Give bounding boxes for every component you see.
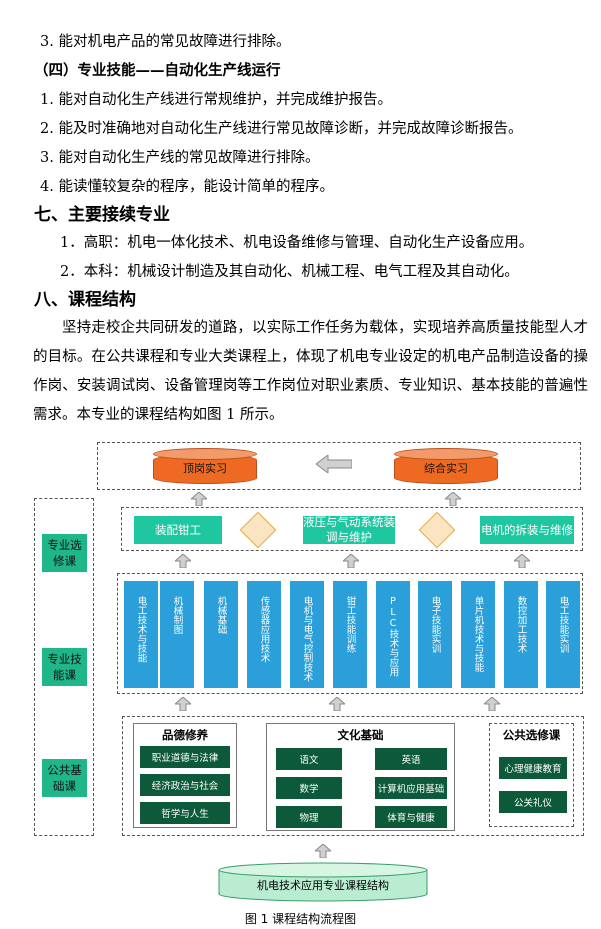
course-column-label: 单片机技术与技能 [472, 596, 484, 672]
course-column-label: 机械制图 [171, 596, 183, 634]
section-heading-4: （四）专业技能——自动化生产线运行 [34, 63, 281, 79]
continuing-undergraduate: 2．本科：机械设计制造及其自动化、机械工程、电气工程及其自动化。 [60, 264, 519, 280]
course-column-label: 电机与电气控制技术 [301, 596, 313, 682]
side-label-skill-text: 专业技能课 [47, 652, 82, 682]
course-column: 数控加工技术 [504, 581, 538, 688]
course-column-label: 传感器应用技术 [258, 596, 270, 663]
top-internship-cylinder: 顶岗实习 [153, 448, 257, 484]
skill-courses-frame [117, 573, 583, 694]
ability-line-3: 3. 能对自动化生产线的常见故障进行排除。 [40, 150, 320, 166]
internship-frame [97, 442, 581, 490]
base-label: 机电技术应用专业课程结构 [257, 879, 389, 892]
public-elective-item: 公关礼仪 [499, 791, 567, 813]
side-label-elective: 专业选修课 [42, 534, 87, 572]
course-column-label: 机械基础 [215, 596, 227, 634]
course-column: 电子技能实训 [418, 581, 452, 688]
culture-item: 英语 [375, 748, 447, 770]
course-column-label: 电工技能实训 [557, 596, 569, 653]
culture-item: 计算机应用基础 [375, 777, 447, 799]
culture-item: 语文 [276, 748, 342, 770]
course-column: 电工技能实训 [546, 581, 580, 688]
arrow-up-icon [343, 554, 359, 568]
elective-frame [121, 507, 583, 551]
figure-caption: 图 1 课程结构流程图 [244, 912, 357, 926]
arrow-up-icon [315, 844, 331, 858]
continuing-higher-vocational: 1．高职：机电一体化技术、机电设备维修与管理、自动化生产设备应用。 [60, 235, 534, 251]
heading-continuing-majors: 七、主要接续专业 [34, 205, 170, 225]
comprehensive-internship-cylinder: 综合实习 [394, 448, 498, 484]
heading-course-structure: 八、课程结构 [34, 290, 136, 310]
category-frame [34, 498, 94, 836]
side-label-public-text: 公共基础课 [47, 763, 82, 793]
public-elective-group [489, 723, 574, 827]
course-column: 电工技术与技能 [124, 581, 158, 688]
side-label-public: 公共基础课 [42, 759, 87, 797]
course-column: 机械基础 [204, 581, 238, 688]
morality-title: 品德修养 [162, 728, 208, 742]
arrow-up-icon [445, 492, 461, 506]
arrow-up-icon [329, 697, 345, 711]
culture-title: 文化基础 [337, 728, 384, 742]
course-column: PLC技术与应用 [376, 581, 410, 688]
elective-motor: 电机的拆装与维修 [480, 516, 574, 544]
course-column-label: 电工技术与技能 [135, 596, 147, 663]
ability-3: 3. 能对机电产品的常见故障进行排除。 [40, 34, 291, 50]
course-column: 单片机技术与技能 [461, 581, 495, 688]
culture-item: 数学 [276, 777, 342, 799]
arrow-up-icon [175, 554, 191, 568]
course-column: 传感器应用技术 [247, 581, 281, 688]
base-cylinder: 机电技术应用专业课程结构 [218, 862, 428, 902]
arrow-up-icon [514, 554, 530, 568]
elective-fitter: 装配钳工 [134, 516, 222, 544]
ability-line-2: 2. 能及时准确地对自动化生产线进行常见故障诊断，并完成故障诊断报告。 [40, 121, 523, 137]
course-column: 钳工技能训练 [333, 581, 367, 688]
course-column: 电机与电气控制技术 [290, 581, 324, 688]
arrow-left-icon [316, 455, 352, 473]
course-column: 机械制图 [160, 581, 194, 688]
culture-item: 体育与健康 [375, 806, 447, 828]
course-column-label: PLC技术与应用 [387, 596, 399, 677]
morality-item: 职业道德与法律 [140, 746, 230, 768]
elective-hydraulic: 液压与气动系统装调与维护 [303, 515, 395, 544]
morality-item: 哲学与人生 [140, 802, 230, 824]
side-label-skill: 专业技能课 [42, 648, 87, 686]
arrow-up-icon [175, 697, 191, 711]
public-elective-item: 心理健康教育 [499, 757, 567, 779]
public-courses-frame [122, 716, 584, 836]
public-elective-title: 公共选修课 [502, 728, 561, 742]
top-internship-label: 顶岗实习 [183, 462, 227, 475]
course-column-label: 数控加工技术 [515, 596, 527, 653]
course-column-label: 电子技能实训 [429, 596, 441, 653]
morality-item: 经济政治与社会 [140, 774, 230, 796]
arrow-up-icon [191, 492, 207, 506]
course-column-label: 钳工技能训练 [344, 596, 356, 653]
ability-line-4: 4. 能读懂较复杂的程序，能设计简单的程序。 [40, 179, 334, 195]
culture-item: 物理 [276, 806, 342, 828]
ability-line-1: 1. 能对自动化生产线进行常规维护，并完成维护报告。 [40, 92, 392, 108]
comprehensive-internship-label: 综合实习 [424, 462, 468, 475]
arrow-up-icon [484, 697, 500, 711]
course-structure-paragraph: 坚持走校企共同研发的道路，以实际工作任务为载体，实现培养高质量技能型人才的目标。… [33, 320, 588, 423]
side-label-elective-text: 专业选修课 [47, 538, 82, 568]
